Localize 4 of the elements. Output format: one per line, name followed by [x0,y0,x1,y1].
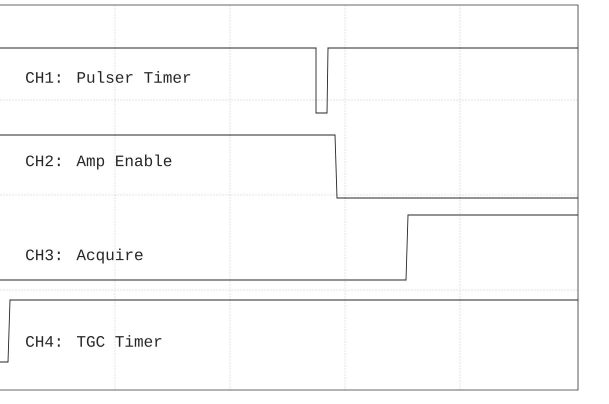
channel-label: CH2: Amp Enable [26,154,172,170]
channel-label: CH1: Pulser Timer [26,71,190,83]
channel-label: CH4: TGC Timer [26,335,162,347]
channel-label: CH3: Acquire [26,248,143,264]
